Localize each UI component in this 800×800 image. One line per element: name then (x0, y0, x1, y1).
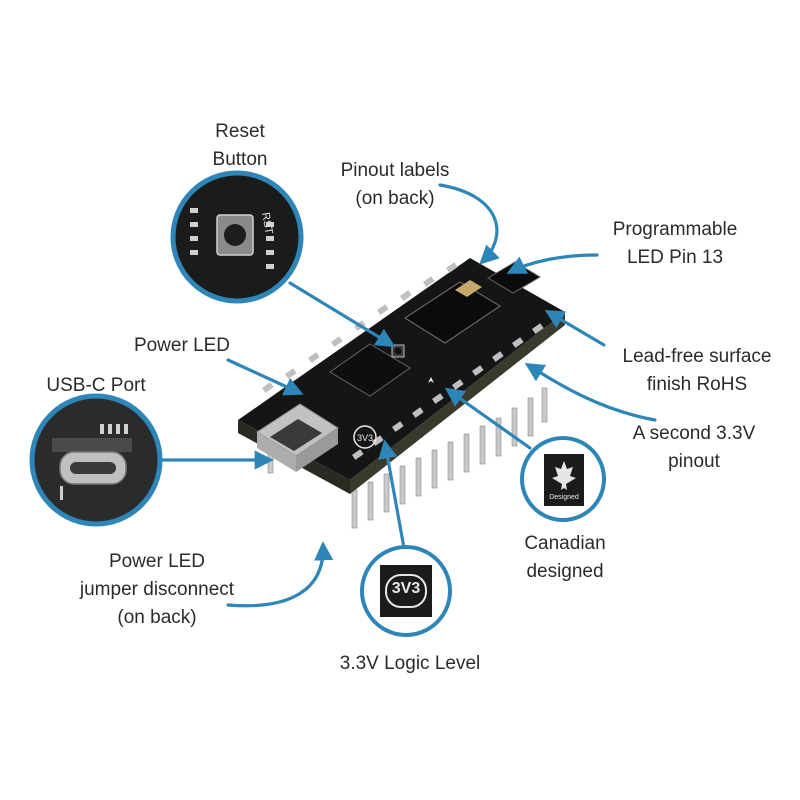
label-line: Button (212, 149, 268, 170)
label-line: USB-C Port (46, 375, 146, 396)
label-line: 3.3V Logic Level (339, 653, 481, 674)
label-line: finish RoHS (646, 374, 748, 395)
label-logic-level: 3.3V Logic Level (320, 650, 500, 678)
label-line: Power LED (108, 551, 206, 572)
label-line: A second 3.3V (632, 423, 756, 444)
label-line: LED Pin 13 (626, 247, 724, 268)
usb-c-detail-circle (29, 393, 163, 527)
label-line: Programmable (612, 219, 738, 240)
label-programmable-led: Programmable LED Pin 13 (595, 216, 755, 272)
label-line: Lead-free surface (622, 346, 772, 367)
label-second-33v: A second 3.3V pinout (614, 420, 774, 476)
reset-button-detail-circle: RST (170, 170, 304, 304)
label-lead-free: Lead-free surface finish RoHS (602, 343, 792, 399)
label-line: Reset (215, 121, 265, 142)
label-line: pinout (668, 451, 720, 472)
label-power-led-jumper: Power LED jumper disconnect (on back) (62, 548, 252, 632)
maple-leaf-icon (552, 461, 576, 490)
label-power-led: Power LED (122, 332, 242, 360)
label-reset-button: Reset Button (190, 118, 290, 174)
label-usb-c-port: USB-C Port (36, 372, 156, 400)
logic-level-badge: 3V3 (360, 545, 452, 637)
label-line: jumper disconnect (79, 579, 235, 600)
board-3v3-marking: 3V3 (357, 433, 373, 443)
label-canadian-designed: Canadian designed (505, 530, 625, 586)
canadian-designed-badge: Designed (520, 436, 606, 522)
board-rst-marking: RST (259, 211, 275, 235)
usb-c-connector (256, 403, 339, 472)
callout-arrows (158, 183, 657, 608)
pcb-board: 3V3 (238, 258, 565, 494)
label-line: Canadian (524, 533, 606, 554)
label-line: Pinout labels (340, 160, 450, 181)
label-line: (on back) (355, 188, 435, 209)
label-line: Power LED (133, 335, 231, 356)
label-line: designed (526, 561, 604, 582)
logic-badge-text: 3V3 (391, 580, 421, 597)
maple-leaf-icon (428, 377, 434, 383)
label-pinout-labels: Pinout labels (on back) (320, 157, 470, 213)
designed-badge-text: Designed (549, 494, 579, 501)
label-line: (on back) (117, 607, 197, 628)
